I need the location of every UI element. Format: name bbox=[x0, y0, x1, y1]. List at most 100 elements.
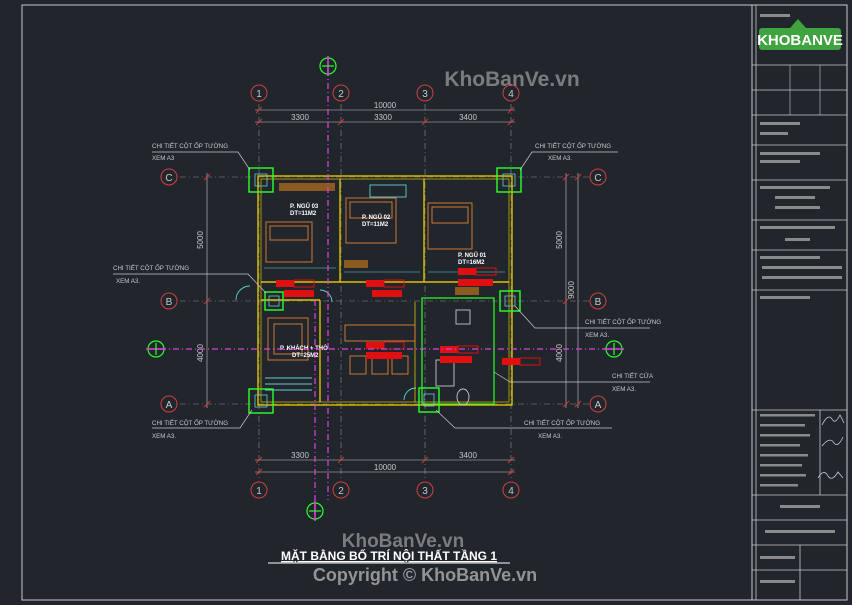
tag-4 bbox=[366, 341, 405, 359]
section-marker-left bbox=[146, 340, 166, 358]
svg-text:3: 3 bbox=[422, 89, 428, 100]
column-highlights bbox=[248, 167, 522, 414]
row-bubble-c-right: C bbox=[589, 168, 607, 186]
section-axes bbox=[160, 70, 612, 515]
section-marker-bottom bbox=[306, 501, 324, 521]
door-swings bbox=[235, 285, 417, 401]
section-markers bbox=[146, 56, 624, 521]
row-bubble-c-left: C bbox=[160, 168, 178, 186]
callout-1-title: CHI TIẾT CỘT ỐP TƯỜNG bbox=[152, 143, 228, 150]
room-labels: P. NGỦ 03 DT=11M2 P. NGỦ 02 DT=11M2 P. N… bbox=[280, 203, 487, 359]
svg-text:4: 4 bbox=[508, 89, 514, 100]
room-02-name: P. NGỦ 02 bbox=[362, 214, 391, 221]
callout-7-title: CHI TIẾT CỘT ỐP TƯỜNG bbox=[524, 420, 600, 427]
room-living-area: DT=25M2 bbox=[292, 353, 319, 359]
svg-text:C: C bbox=[165, 173, 172, 184]
col-bubble-4-top: 4 bbox=[502, 84, 520, 102]
dim-top-span-2: 3300 bbox=[374, 113, 392, 122]
tag-2 bbox=[366, 279, 405, 297]
svg-text:1: 1 bbox=[256, 89, 262, 100]
drawing-title: MẶT BẰNG BỐ TRÍ NỘI THẤT TẦNG 1 bbox=[281, 548, 497, 563]
sheet-frame bbox=[21, 4, 848, 601]
callout-5-ref: XEM A3. bbox=[612, 386, 636, 393]
tag-6 bbox=[502, 357, 541, 366]
col-bubble-1-top: 1 bbox=[250, 84, 268, 102]
signature-2 bbox=[821, 436, 844, 447]
callout-5-title: CHI TIẾT CỬA bbox=[612, 373, 654, 380]
svg-text:3: 3 bbox=[422, 486, 428, 497]
dim-top-total: 10000 bbox=[374, 101, 397, 110]
callout-4-title: CHI TIẾT CỘT ỐP TƯỜNG bbox=[585, 319, 661, 326]
col-bubble-1-bottom: 1 bbox=[250, 481, 268, 499]
room-03-name: P. NGỦ 03 bbox=[290, 203, 319, 210]
callout-7-ref: XEM A3. bbox=[538, 433, 562, 440]
callout-1-ref: XEM A3 bbox=[152, 155, 175, 162]
khobanve-logo: KHOBANVE bbox=[757, 19, 843, 50]
callout-leaders bbox=[113, 151, 650, 429]
signature-3 bbox=[817, 471, 844, 479]
svg-text:C: C bbox=[594, 173, 601, 184]
col-bubble-4-bottom: 4 bbox=[502, 481, 520, 499]
svg-text:1: 1 bbox=[256, 486, 262, 497]
wardrobe bbox=[369, 184, 407, 198]
title-block bbox=[751, 4, 848, 601]
watermark-bottom: KhoBanVe.vn bbox=[342, 531, 464, 552]
dimension-lines bbox=[206, 109, 579, 473]
section-marker-top bbox=[319, 56, 337, 76]
callout-2-title: CHI TIẾT CỘT ỐP TƯỜNG bbox=[535, 143, 611, 150]
col-bubble-2-bottom: 2 bbox=[332, 481, 350, 499]
svg-text:A: A bbox=[595, 400, 602, 411]
copyright-watermark: Copyright © KhoBanVe.vn bbox=[313, 565, 537, 585]
dim-right-total: 9000 bbox=[567, 281, 576, 299]
stair bbox=[265, 377, 312, 391]
dimension-text: 10000 3300 3300 3400 3300 3400 10000 500… bbox=[196, 101, 576, 472]
callout-3-title: CHI TIẾT CỘT ỐP TƯỜNG bbox=[113, 265, 189, 272]
dim-bottom-span-1: 3300 bbox=[291, 451, 309, 460]
svg-text:4: 4 bbox=[508, 486, 514, 497]
dim-left-lower: 4000 bbox=[196, 344, 205, 362]
column-bubbles: 1 2 3 4 1 2 3 4 bbox=[250, 84, 520, 499]
col-bubble-3-bottom: 3 bbox=[416, 481, 434, 499]
callout-4-ref: XEM A3. bbox=[585, 332, 609, 339]
svg-text:A: A bbox=[166, 400, 173, 411]
bed-room-02 bbox=[345, 197, 397, 244]
dim-right-lower: 4000 bbox=[555, 344, 564, 362]
column-cores bbox=[254, 173, 516, 408]
room-01-area: DT=16M2 bbox=[458, 260, 485, 266]
dim-bottom-total: 10000 bbox=[374, 463, 397, 472]
logo-text: KHOBANVE bbox=[757, 32, 843, 49]
tag-1 bbox=[276, 279, 315, 297]
svg-text:B: B bbox=[166, 297, 173, 308]
watermark-top: KhoBanVe.vn bbox=[444, 68, 579, 91]
dim-right-upper: 5000 bbox=[555, 231, 564, 249]
altar-desk bbox=[267, 317, 309, 361]
room-01-name: P. NGỦ 01 bbox=[458, 252, 487, 259]
svg-text:2: 2 bbox=[338, 486, 344, 497]
room-03-area: DT=11M2 bbox=[290, 211, 317, 217]
svg-text:B: B bbox=[595, 297, 602, 308]
col-bubble-3-top: 3 bbox=[416, 84, 434, 102]
tag-3 bbox=[458, 267, 497, 286]
doors-hatch bbox=[279, 183, 479, 295]
dimension-ticks bbox=[203, 106, 582, 476]
row-bubble-a-left: A bbox=[160, 395, 178, 413]
dim-top-span-1: 3300 bbox=[291, 113, 309, 122]
dim-top-span-3: 3400 bbox=[459, 113, 477, 122]
row-bubbles: C B A C B A bbox=[160, 168, 607, 413]
dim-bottom-span-2: 3400 bbox=[459, 451, 477, 460]
callouts: CHI TIẾT CỘT ỐP TƯỜNG XEM A3 CHI TIẾT CỘ… bbox=[113, 143, 661, 440]
col-bubble-2-top: 2 bbox=[332, 84, 350, 102]
callout-6-ref: XEM A3. bbox=[152, 433, 176, 440]
bed-room-01 bbox=[427, 202, 473, 250]
row-bubble-b-right: B bbox=[589, 292, 607, 310]
signature-1 bbox=[821, 414, 845, 426]
floor-plan-walls bbox=[257, 175, 513, 406]
callout-6-title: CHI TIẾT CỘT ỐP TƯỜNG bbox=[152, 420, 228, 427]
section-marker-right bbox=[604, 340, 624, 358]
row-bubble-a-right: A bbox=[589, 395, 607, 413]
dim-left-upper: 5000 bbox=[196, 231, 205, 249]
svg-text:2: 2 bbox=[338, 89, 344, 100]
room-02-area: DT=11M2 bbox=[362, 222, 389, 228]
bed-room-03 bbox=[265, 221, 313, 263]
